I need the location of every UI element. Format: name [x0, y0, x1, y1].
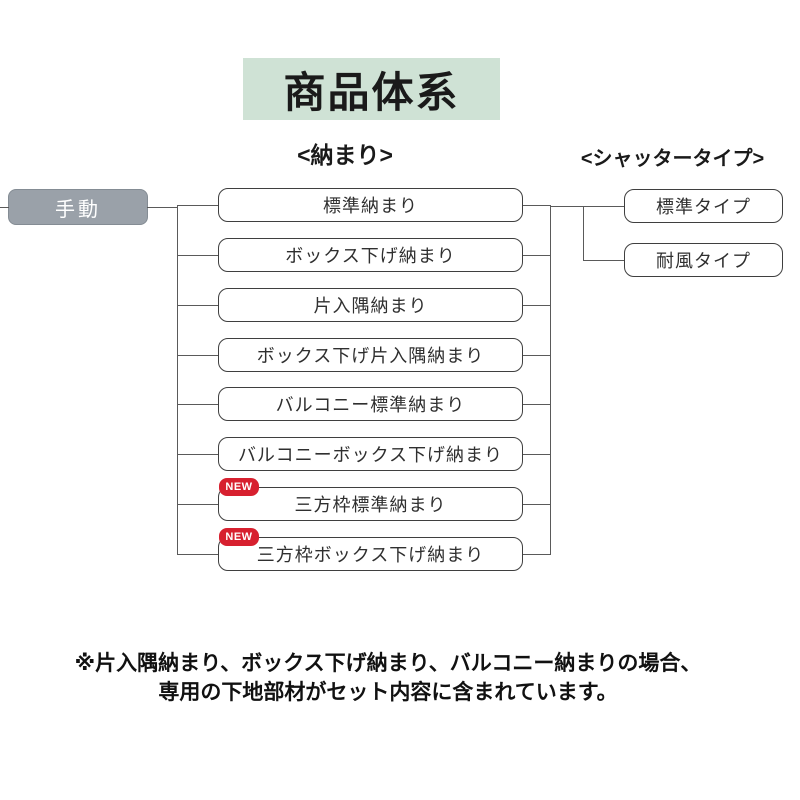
connector-line — [177, 404, 219, 405]
connector-line — [523, 255, 550, 256]
connector-line — [177, 504, 219, 505]
connector-line — [177, 355, 219, 356]
footnote-line-2: 専用の下地部材がセット内容に含まれています。 — [158, 681, 618, 704]
connector-line — [523, 504, 550, 505]
connector-line — [177, 454, 219, 455]
node-osamari-standard: 標準納まり — [218, 188, 523, 222]
section-label-osamari: <納まり> — [297, 142, 393, 168]
new-badge: NEW — [219, 478, 259, 496]
node-manual: 手動 — [8, 189, 148, 225]
connector-line — [177, 305, 219, 306]
connector-line — [147, 207, 178, 208]
node-shutter-standard: 標準タイプ — [624, 189, 783, 223]
connector-line — [583, 260, 624, 261]
connector-line — [523, 454, 550, 455]
connector-line — [177, 205, 219, 206]
node-osamari-box-lowered-corner: ボックス下げ片入隅納まり — [218, 338, 523, 372]
connector-line — [523, 404, 550, 405]
page-title: 商品体系 — [243, 58, 500, 120]
connector-line — [0, 207, 9, 208]
footnote-line-1: ※片入隅納まり、ボックス下げ納まり、バルコニー納まりの場合、 — [74, 652, 702, 675]
node-osamari-balcony-standard: バルコニー標準納まり — [218, 387, 523, 421]
connector-line — [523, 205, 550, 206]
section-label-shutter-type: <シャッタータイプ> — [580, 148, 765, 170]
node-osamari-threeway-standard: 三方枠標準納まり — [218, 487, 523, 521]
connector-line — [523, 355, 550, 356]
connector-line — [583, 206, 584, 261]
node-osamari-box-lowered: ボックス下げ納まり — [218, 238, 523, 272]
connector-trunk-right — [550, 205, 551, 555]
connector-line — [523, 554, 550, 555]
node-osamari-threeway-box-lowered: 三方枠ボックス下げ納まり — [218, 537, 523, 571]
new-badge: NEW — [219, 528, 259, 546]
connector-trunk-left — [177, 205, 178, 555]
connector-line — [177, 255, 219, 256]
footnote: ※片入隅納まり、ボックス下げ納まり、バルコニー納まりの場合、 専用の下地部材がセ… — [0, 649, 776, 707]
connector-line — [177, 554, 219, 555]
node-osamari-corner: 片入隅納まり — [218, 288, 523, 322]
connector-line — [523, 305, 550, 306]
node-osamari-balcony-box-lowered: バルコニーボックス下げ納まり — [218, 437, 523, 471]
connector-line — [550, 206, 624, 207]
node-shutter-windproof: 耐風タイプ — [624, 243, 783, 277]
